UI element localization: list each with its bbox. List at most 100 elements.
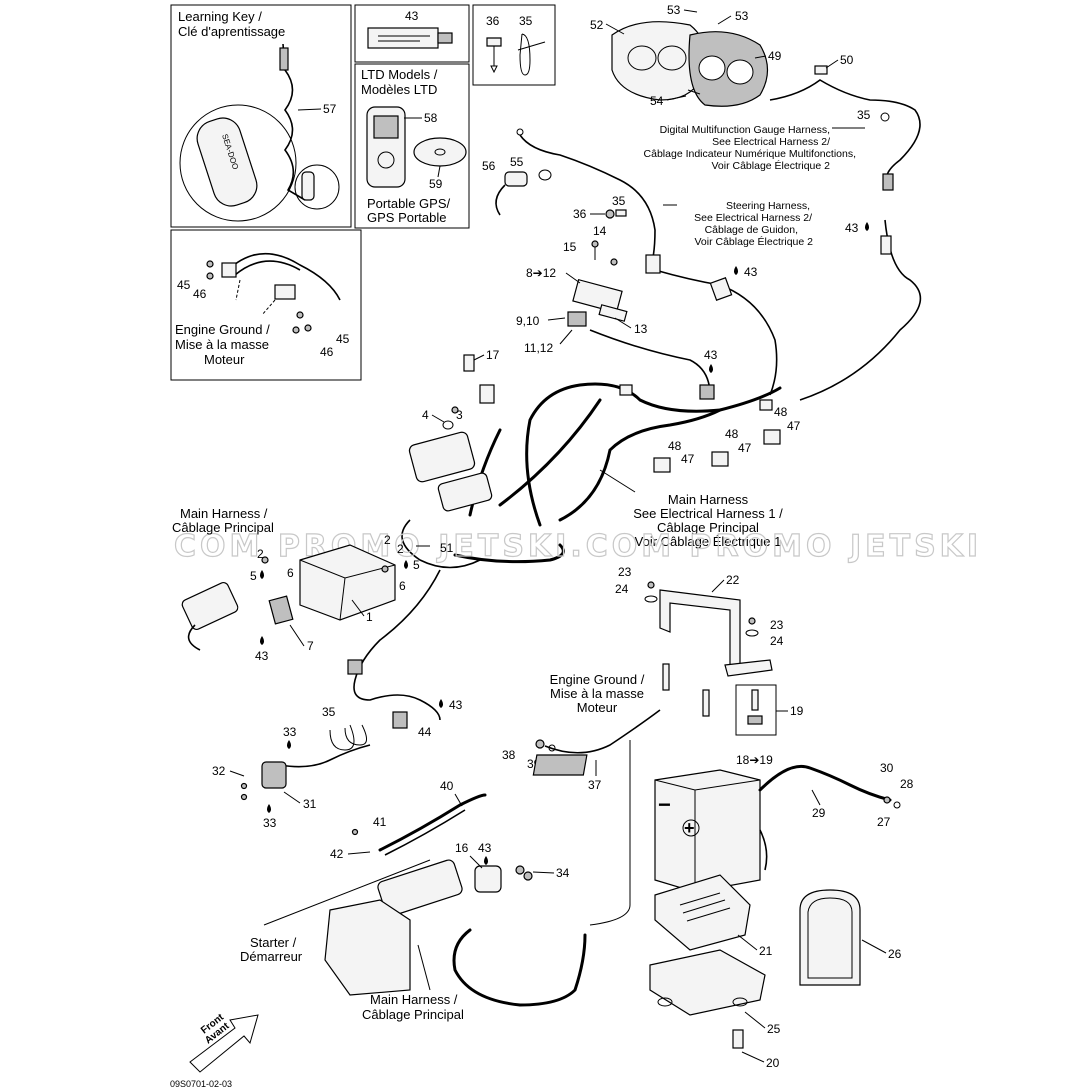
engine-ground-cable: 38 39 37 Engine Ground / Mise à la masse… [502,663,710,926]
fastener-inset: 36 35 [472,4,556,86]
ltd-inset: LTD Models / Modèles LTD 58 59 Portable … [354,63,470,229]
part-11-12-label: 11,12 [524,341,553,355]
gauge-cluster: 52 53 53 49 50 54 35 [590,3,921,191]
part-18-19-label: 18➔19 [736,753,773,767]
part-28-label: 28 [900,777,914,791]
part-58-label: 58 [424,111,438,125]
part-6a-label: 6 [287,566,294,580]
part-43-left-label: 43 [255,649,269,663]
part-46-inset-a: 46 [193,287,207,301]
part-35-steer-label: 35 [612,194,626,208]
cd-icon [413,137,467,167]
part-14-label: 14 [593,224,607,238]
main-harness-center-callout: Main Harness See Electrical Harness 1 / … [599,469,783,549]
mh-center-line-1: Main Harness [668,492,749,507]
battery: − + 18➔19 30 28 27 29 [532,753,914,893]
part-35-left-label: 35 [322,705,336,719]
digital-gauge-callout: Digital Multifunction Gauge Harness, See… [644,124,865,172]
engine-ground-inset-caption-3: Moteur [204,352,245,367]
engine-ground-inset-caption-2: Mise à la masse [175,337,269,352]
part-30-label: 30 [880,761,894,775]
part-46-inset-b: 46 [320,345,334,359]
steering-line-3: Câblage de Guidon, [705,224,798,236]
part-2c-label: 2 [384,533,391,547]
part-48a-label: 48 [774,405,788,419]
eg-line-1: Engine Ground / [550,672,645,687]
part-24b-label: 24 [770,634,784,648]
part-43-center-label: 43 [704,348,718,362]
part-29-label: 29 [812,806,826,820]
part-15-label: 15 [563,240,577,254]
module-assembly: 14 15 8➔12 9,10 11,12 13 43 43 [516,224,758,396]
part-35-inset-label: 35 [519,14,533,28]
part-27-label: 27 [877,815,891,829]
part-51-label: 51 [440,541,454,555]
part-24a-label: 24 [615,582,629,596]
steering-harness: 56 55 35 36 43 [482,128,922,401]
part-54-label: 54 [650,94,664,108]
part-23a-label: 23 [618,565,632,579]
digital-gauge-line-3: Câblage Indicateur Numérique Multifoncti… [644,148,856,160]
part-9-10-label: 9,10 [516,314,540,328]
part-35-gauge-label: 35 [857,108,871,122]
eg-line-3: Moteur [577,700,618,715]
part-20-label: 20 [766,1056,780,1070]
starter-line-1: Starter / [250,935,297,950]
part-26-label: 26 [888,947,902,961]
main-harness: 4 3 17 48 47 48 47 48 47 [401,348,801,569]
part-53b-label: 53 [735,9,749,23]
part-45-inset-b: 45 [336,332,350,346]
part-40-label: 40 [440,779,454,793]
part-59-label: 59 [429,177,443,191]
front-arrow-icon: Front Avant [189,1012,259,1073]
mh-left-line-2: Câblage Principal [172,520,274,535]
part-43-tube-label: 43 [405,9,419,23]
part-7-label: 7 [307,639,314,653]
part-33b-label: 33 [263,816,277,830]
part-41-label: 41 [373,815,387,829]
steering-line-4: Voir Câblage Électrique 2 [695,235,814,248]
part-3-label: 3 [456,408,463,422]
part-13-label: 13 [634,322,648,336]
engine-ground-inset-caption-1: Engine Ground / [175,322,270,337]
part-38-label: 38 [502,748,516,762]
part-47a-label: 47 [787,419,801,433]
part-25-label: 25 [767,1022,781,1036]
part-5b-label: 5 [413,558,420,572]
part-55-label: 55 [510,155,524,169]
part-36-steer-label: 36 [573,207,587,221]
starter-assembly: 40 41 42 16 43 34 Starter / Démarreur Ma… [240,779,587,1022]
battery-bracket: 23 24 22 23 24 [615,565,784,677]
part-21-label: 21 [759,944,773,958]
tube-inset: 43 [354,4,470,63]
eg-line-2: Mise à la masse [550,686,644,701]
part-48c-label: 48 [668,439,682,453]
learning-key-inset: Learning Key / Clé d'aprentissage SEA-DO… [170,4,352,228]
part-4-label: 4 [422,408,429,422]
part-36-inset-label: 36 [486,14,500,28]
part-47c-label: 47 [681,452,695,466]
part-37-label: 37 [588,778,602,792]
engine-ground-inset: 45 46 45 46 Engine Ground / Mise à la ma… [170,229,362,381]
mh-center-line-2: See Electrical Harness 1 / [633,506,783,521]
ltd-title-2: Modèles LTD [361,82,437,97]
ltd-title-1: LTD Models / [361,67,438,82]
harness-box-left: 2 2 5 6 5 6 2 1 7 43 51 Main Harness / C… [172,506,454,663]
mh-bottom-line-2: Câblage Principal [362,1007,464,1022]
part-43-starter-label: 43 [478,841,492,855]
part-43-module-label: 43 [744,265,758,279]
digital-gauge-line-4: Voir Câblage Électrique 2 [712,159,831,172]
learning-key-title-1: Learning Key / [178,9,262,24]
battery-cover: 26 [799,889,902,986]
part-17-label: 17 [486,348,500,362]
part-43-steer-label: 43 [845,221,859,235]
part-1-label: 1 [366,610,373,624]
lower-left-harness: 43 44 35 33 32 31 33 [212,569,463,830]
part-56-label: 56 [482,159,496,173]
part-52-label: 52 [590,18,604,32]
bolt-box: 19 [735,684,804,736]
steering-line-1: Steering Harness, [726,200,810,212]
part-44-label: 44 [418,725,432,739]
